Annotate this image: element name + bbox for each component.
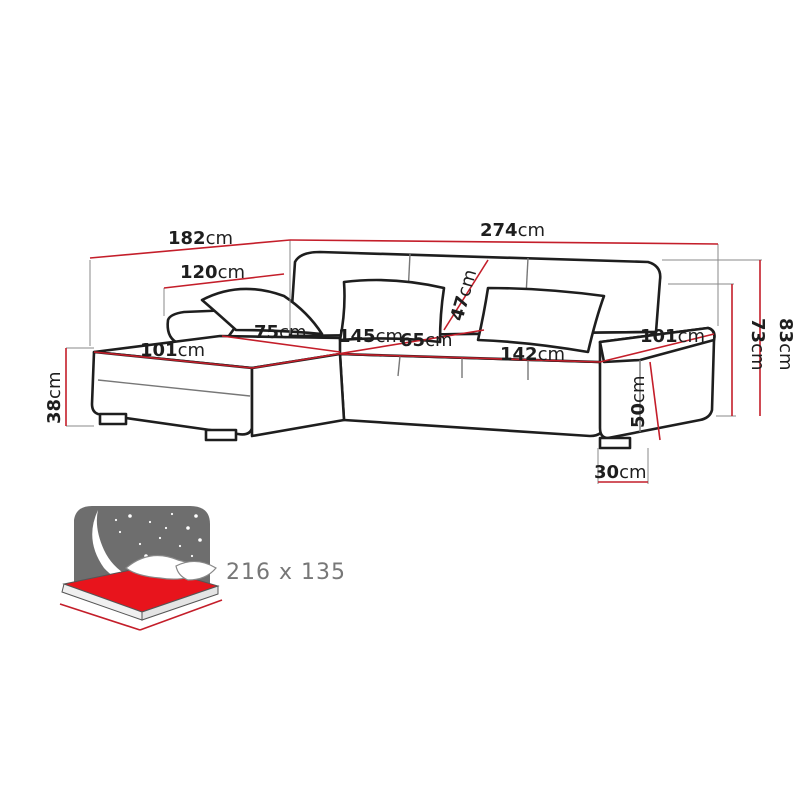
dim-seat-height: 50cm: [628, 376, 649, 429]
foot-right: [598, 436, 632, 450]
star-dot: [186, 526, 190, 530]
star-dot: [194, 514, 198, 518]
star-dot: [170, 512, 174, 516]
dim-total-height: 83cm: [775, 318, 796, 371]
dim-chaise-height: 38cm: [44, 372, 65, 425]
bed-function-icon: 216 x 135: [59, 506, 346, 631]
foot-mid: [204, 428, 238, 442]
moon-icon: [92, 510, 160, 587]
extension-lines: [66, 240, 762, 484]
star-dot: [118, 530, 122, 534]
star-dot: [198, 538, 202, 542]
star-dot: [190, 554, 194, 558]
star-dot: [158, 536, 162, 540]
pillow-chaise: [200, 287, 324, 336]
dim-chaise-length: 182cm: [168, 228, 233, 249]
dim-main-seat-width: 142cm: [500, 344, 565, 365]
dimension-labels: 182cm 274cm 120cm 101cm 75cm 145cm 47cm …: [44, 220, 796, 483]
foot-left: [98, 412, 128, 426]
main-seat-front: [338, 352, 606, 438]
dim-total-length: 274cm: [480, 220, 545, 241]
pillow-center: [338, 278, 446, 344]
star-dot: [114, 518, 118, 522]
dim-chaise-back: 120cm: [180, 262, 245, 283]
dim-chaise-seat-depth: 75cm: [254, 322, 307, 343]
star-dot: [128, 514, 132, 518]
dim-seat-depth: 65cm: [400, 330, 453, 351]
star-dot: [148, 520, 152, 524]
dimension-lines: [65, 239, 761, 483]
dim-armrest-height: 73cm: [747, 318, 768, 371]
dim-armrest-width: 30cm: [594, 462, 647, 483]
star-dot: [178, 544, 182, 548]
star-dot: [164, 526, 168, 530]
dim-seat-length: 145cm: [338, 326, 403, 347]
dim-chaise-width: 101cm: [140, 340, 205, 361]
star-dot: [138, 542, 142, 546]
armrest-top: [598, 326, 716, 364]
dim-depth: 101cm: [640, 326, 705, 347]
bed-size-label: 216 x 135: [226, 560, 346, 585]
